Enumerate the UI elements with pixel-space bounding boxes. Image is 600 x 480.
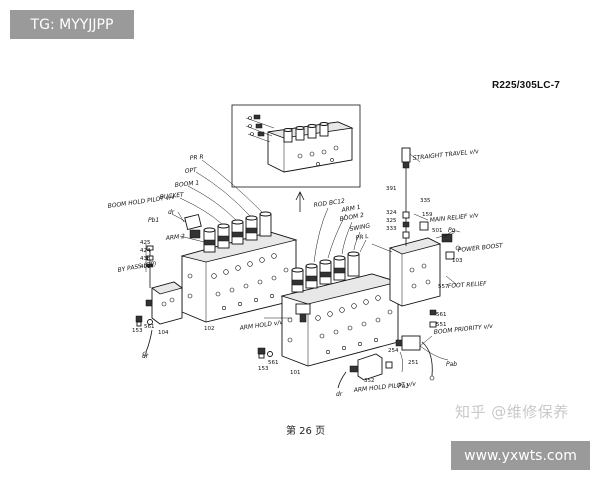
svg-text:557: 557 bbox=[438, 284, 449, 290]
label-boom1: BOOM 1 bbox=[174, 179, 199, 189]
right-block-spools bbox=[291, 251, 360, 293]
svg-text:352: 352 bbox=[364, 378, 375, 384]
svg-text:333: 333 bbox=[386, 226, 397, 232]
svg-text:101: 101 bbox=[290, 370, 301, 376]
svg-text:424: 424 bbox=[140, 248, 151, 254]
label-straight-travel: STRAIGHT TRAVEL v/v bbox=[412, 148, 479, 162]
label-bucket: BUCKET bbox=[159, 191, 185, 201]
svg-text:103: 103 bbox=[452, 258, 463, 264]
svg-text:438: 438 bbox=[140, 256, 151, 262]
right-valve-block bbox=[280, 251, 400, 367]
label-boom-hold-pilot: BOOM HOLD PILOT v/v bbox=[107, 194, 175, 210]
label-pg: Pg bbox=[448, 227, 456, 234]
svg-text:561: 561 bbox=[436, 312, 447, 318]
part-numbers: 391 324 325 333 159 501 103 557 561 551 … bbox=[132, 186, 463, 384]
label-pr-l: PR L bbox=[355, 233, 369, 242]
lower-small-parts bbox=[257, 309, 437, 373]
svg-text:325: 325 bbox=[386, 218, 397, 224]
label-arm1: ARM 1 bbox=[340, 204, 361, 214]
boom-hold-pilot-valve bbox=[171, 211, 202, 239]
svg-text:104: 104 bbox=[158, 330, 169, 336]
label-dr-boom-hold: dr bbox=[168, 209, 175, 216]
bypass-valve bbox=[145, 245, 183, 325]
svg-text:561: 561 bbox=[268, 360, 279, 366]
label-opt: OPT bbox=[184, 167, 198, 175]
telegram-tag-watermark: TG: MYYJJPP bbox=[10, 10, 134, 39]
svg-text:335: 335 bbox=[420, 198, 431, 204]
left-leader-lines bbox=[145, 159, 263, 272]
label-arm2: ARM 2 bbox=[164, 233, 185, 242]
label-foot-relief: FOOT RELIEF bbox=[448, 280, 488, 290]
label-power-boost: POWER BOOST bbox=[457, 242, 504, 254]
inset-detail-view bbox=[231, 104, 361, 212]
svg-text:102: 102 bbox=[204, 326, 215, 332]
label-arm-hold: ARM HOLD v/v bbox=[238, 319, 284, 332]
left-block-spools bbox=[203, 211, 272, 253]
label-by-pass: BY PASS (OP) bbox=[117, 260, 157, 274]
svg-text:159: 159 bbox=[422, 212, 433, 218]
arm-hold-pilot-valve bbox=[337, 353, 383, 389]
svg-text:551: 551 bbox=[436, 322, 447, 328]
page-number: 第 26 页 bbox=[286, 426, 326, 437]
label-main-relief: MAIN RELIEF v/v bbox=[429, 212, 479, 224]
label-dr-right: dr bbox=[336, 391, 343, 398]
svg-text:561: 561 bbox=[144, 324, 155, 330]
label-pr-r: PR R bbox=[189, 154, 204, 162]
website-url-watermark: www.yxwts.com bbox=[451, 441, 590, 470]
svg-text:153: 153 bbox=[132, 328, 143, 334]
model-code: R225/305LC-7 bbox=[492, 80, 560, 91]
svg-text:501: 501 bbox=[432, 228, 443, 234]
right-leader-lines bbox=[264, 153, 457, 347]
label-pa1: Pa1 bbox=[398, 383, 409, 390]
zhihu-watermark: 知乎 @维修保养 bbox=[455, 403, 569, 421]
label-boom2: BOOM 2 bbox=[339, 212, 364, 223]
boom-priority-valve bbox=[395, 335, 449, 381]
svg-text:251: 251 bbox=[408, 360, 419, 366]
svg-text:425: 425 bbox=[140, 240, 151, 246]
label-rod-bc12: ROD BC12 bbox=[313, 198, 345, 209]
label-pab: Pab bbox=[446, 361, 457, 368]
label-swing: SWING bbox=[349, 222, 371, 233]
label-dr-left: dr bbox=[142, 353, 149, 360]
svg-text:254: 254 bbox=[388, 348, 399, 354]
svg-text:391: 391 bbox=[386, 186, 397, 192]
svg-text:401: 401 bbox=[140, 264, 151, 270]
svg-text:153: 153 bbox=[258, 366, 269, 372]
label-pb1: Pb1 bbox=[148, 217, 159, 224]
straight-travel-valve-assembly bbox=[388, 147, 461, 307]
svg-text:324: 324 bbox=[386, 210, 397, 216]
left-valve-block bbox=[180, 211, 298, 323]
left-small-parts bbox=[135, 315, 153, 357]
